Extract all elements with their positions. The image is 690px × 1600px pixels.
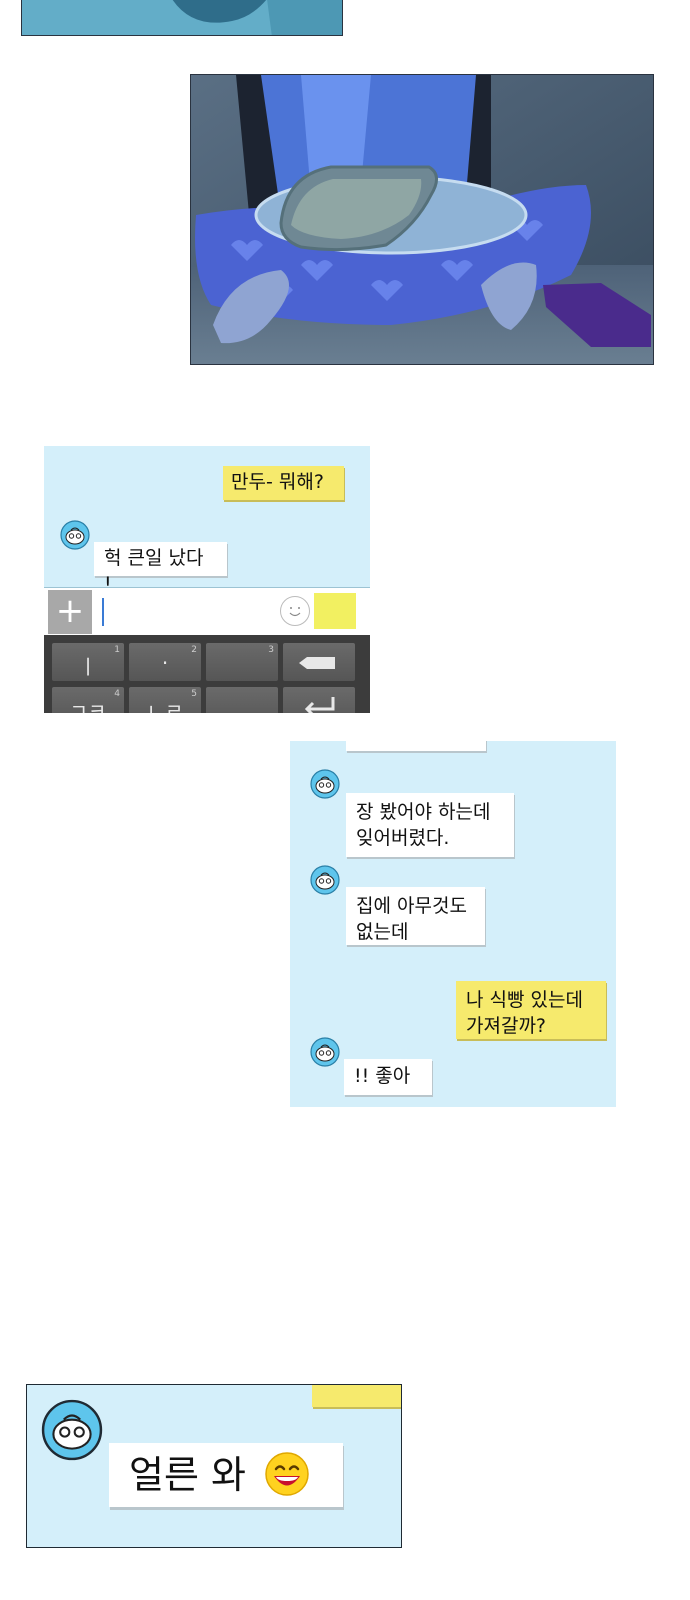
dumpling-avatar-icon	[310, 865, 340, 895]
keyboard-key[interactable]: · 2	[129, 643, 201, 681]
keyboard: ㅣ 1 · 2 3 ㄱㅋ 4 ㄴㄹ 5	[44, 635, 370, 713]
smile-icon	[289, 607, 301, 617]
chat-bubble-received: !! 좋아	[344, 1059, 432, 1095]
emoticon-button[interactable]	[280, 596, 310, 626]
attach-plus-button[interactable]: +	[48, 590, 92, 634]
illustration-panel-top	[21, 0, 343, 36]
send-button[interactable]	[314, 593, 356, 629]
chat-bubble-cropped	[346, 741, 486, 751]
text-caret	[102, 598, 104, 626]
bread-plate-drawing	[191, 75, 653, 364]
keyboard-key[interactable]: ㅣ 1	[52, 643, 124, 681]
contact-avatar	[310, 1037, 340, 1067]
keyboard-key[interactable]: 3	[206, 643, 278, 681]
chat-bubble-sent: 나 식빵 있는데 가져갈까?	[456, 981, 606, 1039]
chat-bubble-received: 헉 큰일 났다 !	[94, 542, 227, 595]
contact-avatar	[310, 865, 340, 895]
enter-icon	[304, 697, 335, 713]
figure-drawing-top	[22, 0, 342, 35]
chat-bubble-received: 집에 아무것도 없는데	[346, 887, 485, 945]
message-input-bar: +	[44, 587, 370, 636]
chat-panel-3: 얼른 와	[26, 1384, 402, 1548]
backspace-key[interactable]	[283, 643, 355, 681]
chat-bubble-sent: 만두- 뭐해?	[223, 466, 344, 500]
illustration-panel-bread	[190, 74, 654, 365]
dumpling-avatar-icon	[41, 1399, 103, 1461]
chat-bubble-sent-cropped	[312, 1385, 401, 1407]
keyboard-key[interactable]: ㄴㄹ 5	[129, 687, 201, 713]
enter-key[interactable]	[283, 687, 355, 713]
contact-avatar	[310, 769, 340, 799]
dumpling-avatar-icon	[60, 520, 90, 550]
keyboard-key[interactable]: ㄱㅋ 4	[52, 687, 124, 713]
dumpling-avatar-icon	[310, 1037, 340, 1067]
chat-panel-2: 장 봤어야 하는데 잊어버렸다. 집에 아무것도 없는데 나 식빵 있는데 가져…	[290, 741, 616, 1107]
chat-panel-1: 만두- 뭐해? 헉 큰일 났다 ! + ㅣ 1 · 2	[44, 446, 370, 713]
chat-bubble-received-large: 얼른 와	[109, 1443, 343, 1507]
contact-avatar	[41, 1399, 103, 1461]
contact-avatar	[60, 520, 90, 550]
dumpling-avatar-icon	[310, 769, 340, 799]
chat-bubble-received: 장 봤어야 하는데 잊어버렸다.	[346, 793, 514, 857]
message-text: 얼른 와	[129, 1453, 246, 1497]
backspace-icon	[299, 657, 335, 669]
keyboard-key[interactable]	[206, 687, 278, 713]
laughing-face-icon	[264, 1451, 310, 1497]
